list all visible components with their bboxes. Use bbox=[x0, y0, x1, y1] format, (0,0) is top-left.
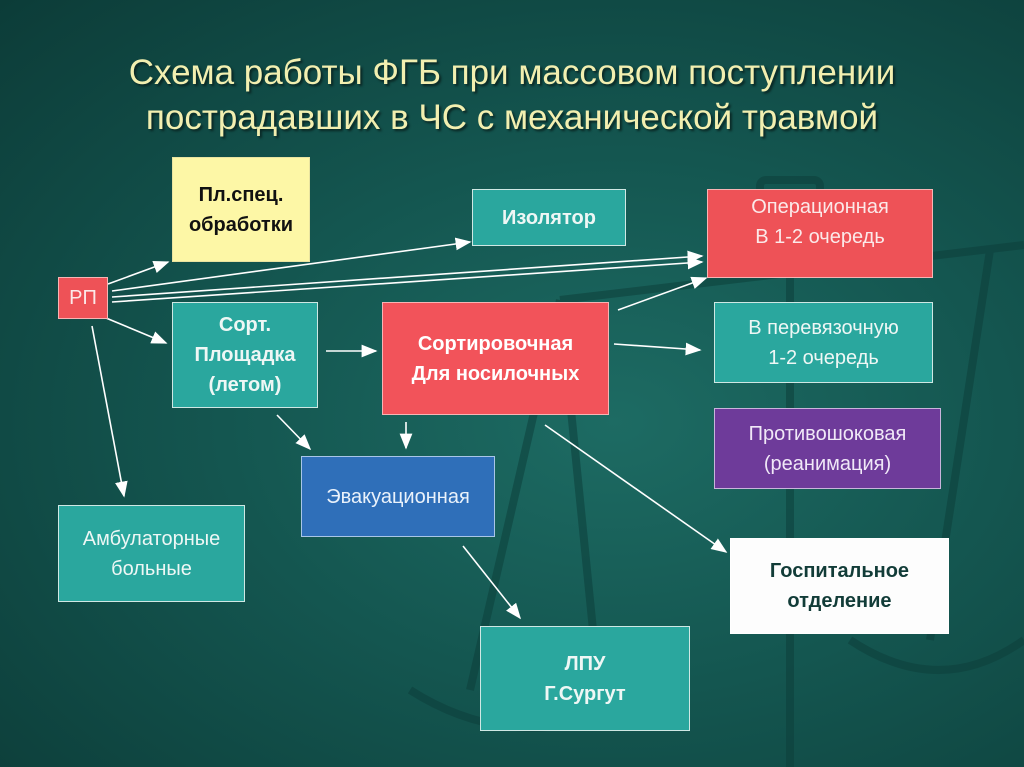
node-operatsionnaya-line-1: Операционная bbox=[751, 196, 889, 218]
node-operatsionnaya: Операционная В 1-2 очередь bbox=[707, 189, 933, 278]
title-line-1: Схема работы ФГБ при массовом поступлени… bbox=[128, 53, 896, 92]
node-lpu-line-2: Г.Сургут bbox=[544, 682, 626, 705]
node-rp-label: РП bbox=[69, 287, 97, 309]
node-protivoshokovaya-line-1: Противошоковая bbox=[748, 422, 907, 445]
node-pl-spec-line-1: Пл.спец. bbox=[198, 183, 284, 206]
node-izolyator: Изолятор bbox=[472, 189, 626, 246]
node-pl-spec-obrabotki: Пл.спец. обработки bbox=[172, 157, 310, 262]
node-gospitalnoe-line-1: Госпитальное bbox=[769, 560, 910, 582]
node-sortirovochnaya: Сортировочная Для носилочных bbox=[382, 302, 609, 415]
title-line-2: пострадавших в ЧС с механической травмой bbox=[145, 98, 879, 137]
node-sortirovochnaya-line-1: Сортировочная bbox=[417, 332, 574, 355]
node-ambulatornye-line-2: больные bbox=[111, 557, 192, 580]
node-pl-spec-line-2: обработки bbox=[188, 213, 294, 236]
node-sort-line-1: Сорт. bbox=[218, 314, 272, 336]
node-sortirovochnaya-line-2: Для носилочных bbox=[411, 362, 580, 385]
node-gospitalnoe: Госпитальное отделение bbox=[730, 538, 949, 634]
node-sort-line-3: (летом) bbox=[208, 374, 282, 396]
node-protivoshokovaya: Противошоковая (реанимация) bbox=[714, 408, 941, 489]
node-perevyazochnaya-line-2: 1-2 очередь bbox=[768, 346, 879, 369]
arrow-rp-to-ambulatornye bbox=[91, 325, 128, 498]
node-gospitalnoe-line-2: отделение bbox=[787, 590, 892, 612]
node-protivoshokovaya-line-2: (реанимация) bbox=[763, 452, 892, 475]
arrow-evakuatsionnaya-to-lpu bbox=[462, 545, 521, 620]
node-lpu-line-1: ЛПУ bbox=[564, 652, 606, 675]
node-ambulatornye: Амбулаторные больные bbox=[58, 505, 245, 602]
arrow-sortirovochnaya-to-operatsionnaya bbox=[617, 276, 708, 311]
node-sort-line-2: Площадка bbox=[194, 344, 296, 366]
node-izolyator-label: Изолятор bbox=[502, 206, 596, 229]
node-evakuatsionnaya-label: Эвакуационная bbox=[326, 485, 470, 508]
node-lpu: ЛПУ Г.Сургут bbox=[480, 626, 690, 731]
node-ambulatornye-line-1: Амбулаторные bbox=[82, 527, 221, 550]
arrow-rp-to-operatsionnaya-2 bbox=[111, 256, 704, 303]
node-sort-ploshchadka: Сорт. Площадка (летом) bbox=[172, 302, 318, 408]
node-operatsionnaya-line-2: В 1-2 очередь bbox=[755, 226, 885, 248]
node-rp: РП bbox=[58, 277, 108, 319]
page-title: Схема работы ФГБ при массовом поступлени… bbox=[40, 50, 984, 140]
node-perevyazochnaya: В перевязочную 1-2 очередь bbox=[714, 302, 933, 383]
arrow-rp-to-operatsionnaya-1 bbox=[111, 250, 704, 298]
arrow-sort-to-evakuatsionnaya bbox=[276, 414, 312, 451]
arrow-rp-to-pl-spec bbox=[107, 260, 170, 285]
node-perevyazochnaya-line-1: В перевязочную bbox=[748, 316, 899, 339]
arrow-sortirovochnaya-to-gospitalnoe bbox=[544, 424, 728, 553]
arrow-rp-to-sort-ploshchadka bbox=[105, 317, 168, 344]
node-evakuatsionnaya: Эвакуационная bbox=[301, 456, 495, 537]
arrow-rp-to-izolyator bbox=[111, 237, 472, 292]
arrow-sortirovochnaya-to-perevyazochnaya bbox=[613, 342, 702, 356]
